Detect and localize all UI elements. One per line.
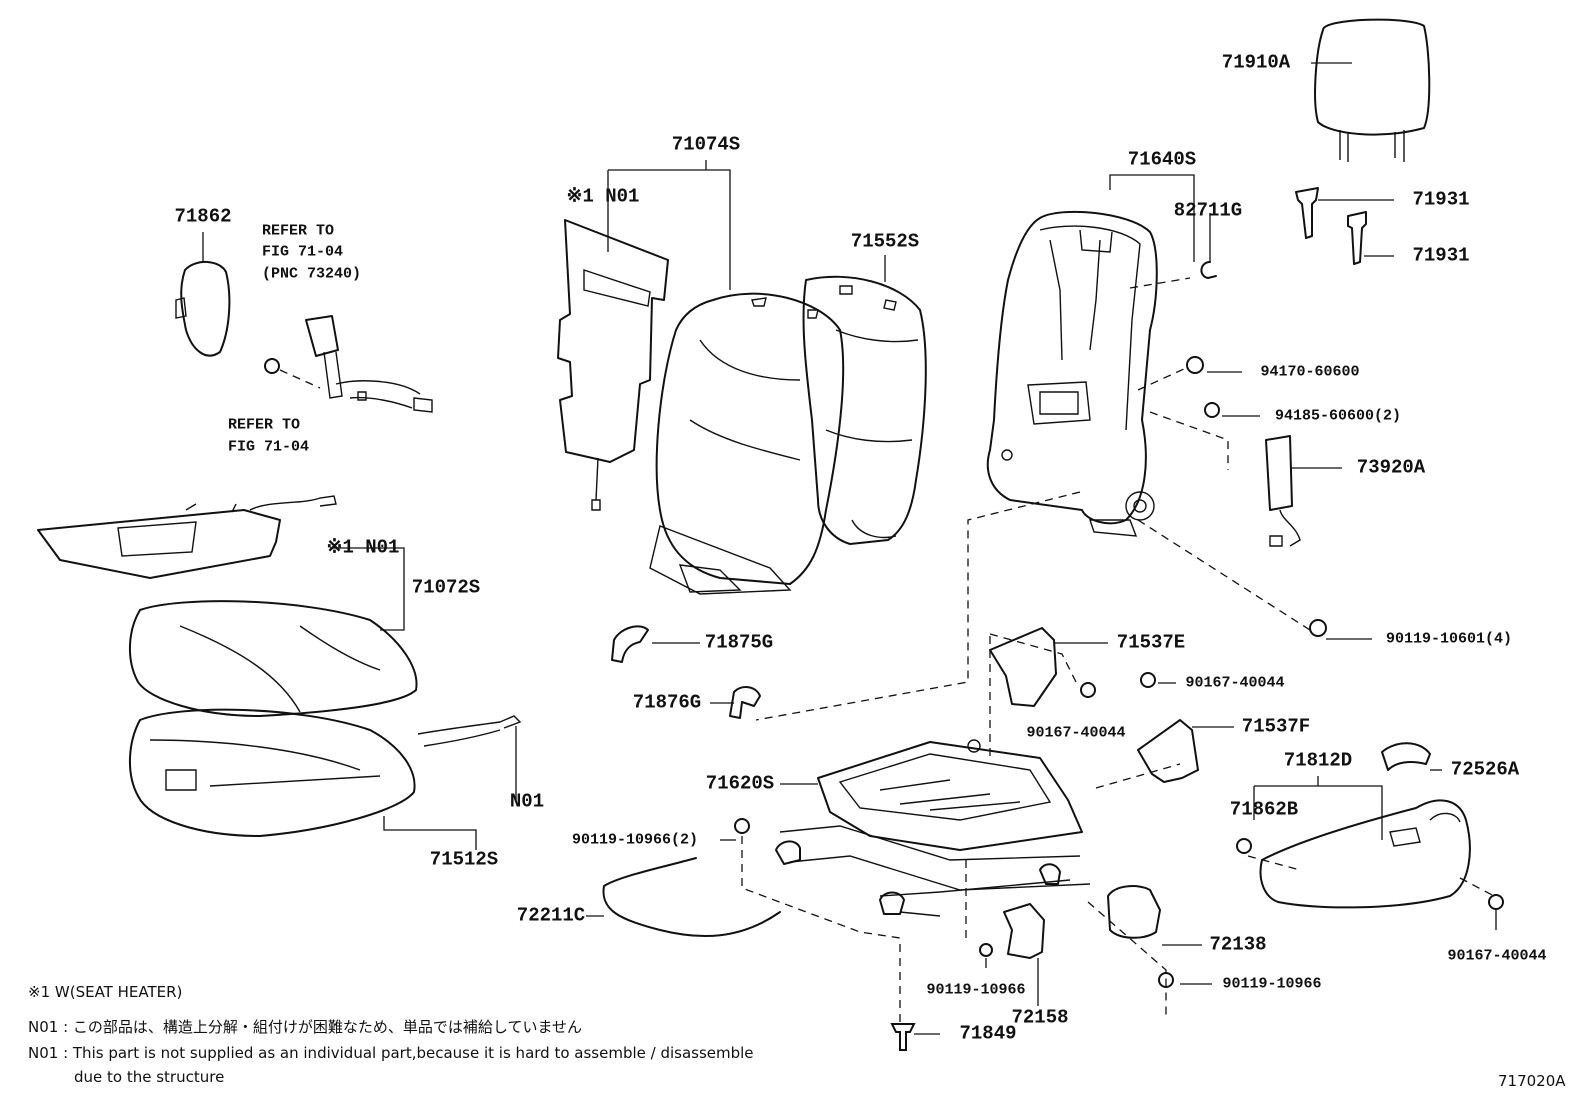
label-n01-harness: N01	[509, 790, 545, 813]
bolt-90119-10966-a	[979, 943, 993, 957]
lever-knob-72526A	[1381, 742, 1431, 771]
bolt-90167-b	[1140, 672, 1156, 688]
label-71875G: 71875G	[704, 631, 774, 654]
label-71640S: 71640S	[1127, 148, 1197, 171]
cushion-wire-harness	[417, 715, 522, 747]
clip-71862B	[1236, 838, 1252, 854]
note-seat-heater: ※1 W(SEAT HEATER)	[28, 983, 183, 1001]
back-heater-sheet	[557, 219, 669, 511]
cushion-pad	[129, 708, 416, 837]
cushion-cover	[128, 600, 418, 717]
seat-adjuster	[775, 739, 1091, 917]
nut-94170	[1186, 356, 1204, 374]
cushion-heater-sheet	[37, 495, 337, 579]
label-71876G: 71876G	[632, 691, 702, 714]
ref-lower-line-1: REFER TO	[228, 416, 301, 434]
note-n01-japanese: N01 : この部品は、構造上分解・組付けが困難なため、単品では補給していません	[28, 1018, 583, 1036]
note-n01-english-line-1: N01 : This part is not supplied as an in…	[28, 1044, 754, 1062]
figure-id: 717020A	[1498, 1072, 1566, 1090]
bolt-90167-a	[1080, 682, 1096, 698]
label-94185-60600: 94185-60600(2)	[1274, 407, 1402, 425]
label-71074S: 71074S	[671, 133, 741, 156]
label-90119-10966-right: 90119-10966	[1222, 975, 1322, 993]
note-n01-english-line-2: due to the structure	[74, 1068, 225, 1086]
label-n01-back: ※1 N01	[566, 185, 640, 208]
cover-71537E	[989, 627, 1057, 707]
belt-nut	[264, 358, 280, 374]
label-71537E: 71537E	[1116, 631, 1186, 654]
bolt-90167-c	[1488, 894, 1504, 910]
bolt-71849	[890, 1023, 916, 1051]
label-90119-10601: 90119-10601(4)	[1385, 630, 1513, 648]
bolt-90119-10601	[1309, 619, 1327, 637]
label-90119-10966-center: 90119-10966	[926, 981, 1026, 999]
ref-upper-line-1: REFER TO	[262, 222, 335, 240]
label-90167-40044-upper: 90167-40044	[1185, 674, 1285, 692]
label-71812D: 71812D	[1283, 749, 1353, 772]
clip-82711G	[1200, 261, 1217, 279]
wire-72211C	[602, 857, 781, 937]
seatback-pad	[802, 275, 927, 545]
ref-upper-line-3: (PNC 73240)	[262, 265, 362, 283]
headrest-guide-2	[1347, 211, 1367, 265]
seat-belt-buckle	[305, 315, 433, 413]
assembly-lines	[741, 277, 1495, 1022]
clip-71875G	[611, 625, 649, 663]
label-72158: 72158	[1011, 1006, 1069, 1029]
label-82711G: 82711G	[1173, 199, 1243, 222]
clip-71876G	[729, 686, 761, 719]
cover-72138	[1107, 885, 1161, 939]
ref-upper-line-2: FIG 71-04	[262, 243, 344, 261]
label-73920A: 73920A	[1356, 456, 1426, 479]
label-71552S: 71552S	[850, 230, 920, 253]
label-71931-upper: 71931	[1412, 188, 1470, 211]
headrest-guide-1	[1295, 187, 1319, 239]
label-72526A: 72526A	[1450, 758, 1520, 781]
trim-cover-71862	[175, 261, 231, 357]
seatback-cover-pad	[649, 292, 845, 595]
label-71910A: 71910A	[1221, 51, 1291, 74]
seatback-frame	[986, 210, 1158, 537]
label-90119-10966-2: 90119-10966(2)	[571, 831, 699, 849]
nut-94185	[1204, 402, 1220, 418]
cover-72158	[1003, 903, 1045, 959]
label-71862: 71862	[174, 205, 232, 228]
label-71072S: 71072S	[411, 576, 481, 599]
label-72211C: 72211C	[516, 904, 586, 927]
label-71537F: 71537F	[1241, 715, 1311, 738]
label-90167-40044-lower: 90167-40044	[1026, 724, 1126, 742]
label-94170-60600: 94170-60600	[1260, 363, 1360, 381]
label-71862B: 71862B	[1229, 798, 1299, 821]
bolt-90119-10966-2	[734, 818, 750, 834]
label-71931-lower: 71931	[1412, 244, 1470, 267]
ref-lower-line-2: FIG 71-04	[228, 438, 310, 456]
cover-71537F	[1137, 719, 1199, 783]
label-71849: 71849	[959, 1022, 1017, 1045]
recliner-cover	[1259, 799, 1471, 909]
label-90167-40044-right: 90167-40044	[1447, 947, 1547, 965]
label-72138: 72138	[1209, 933, 1267, 956]
label-71512S: 71512S	[429, 848, 499, 871]
label-71620S: 71620S	[705, 772, 775, 795]
leader-lines	[202, 62, 1497, 1035]
headrest	[1314, 18, 1431, 162]
seat-belt-anchor	[1265, 435, 1301, 547]
label-n01-cushion: ※1 N01	[326, 536, 400, 559]
